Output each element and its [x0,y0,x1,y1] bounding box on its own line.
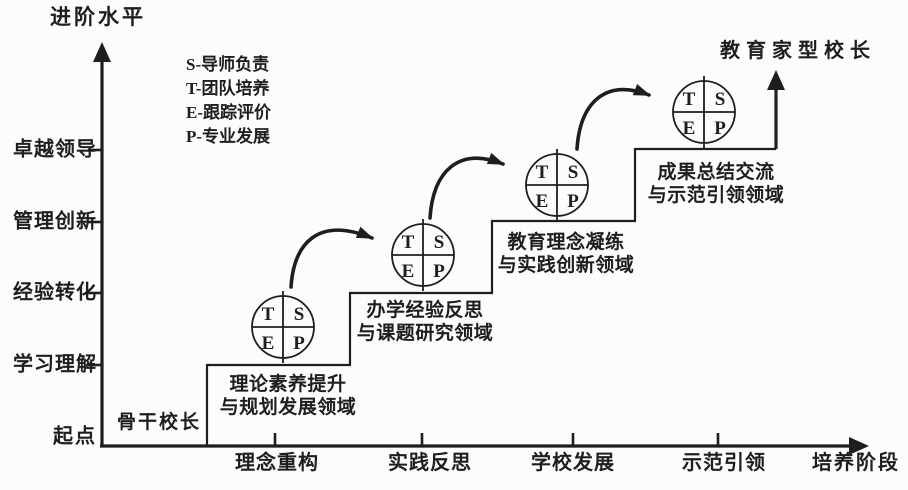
quadrant-letter-s: S [294,304,305,325]
step1-line2: 与规划发展领域 [219,397,357,418]
y-axis-arrowhead-icon [93,42,111,62]
y-axis-title: 进阶水平 [50,5,146,29]
step3-domain-label: 教育理念凝练 与实践创新领域 [498,231,635,277]
curved-arrow-stage1-to-2-icon [289,226,374,289]
x-tick-label-school-development: 学校发展 [531,452,615,474]
quadrant-letter-e: E [402,261,415,282]
start-label-backbone-principal: 骨干校长 [116,412,202,433]
tsep-circle-stage1: T S E P [251,291,315,363]
step2-line2: 与课题研究领域 [356,323,494,344]
quadrant-letter-t: T [683,89,696,110]
staircase-outline [205,147,776,446]
quadrant-letter-s: S [434,232,445,253]
x-axis-title: 培养阶段 [812,452,900,474]
curved-arrow-stage2-to-3-icon [428,152,505,220]
ascent-arrowhead-icon [767,70,785,90]
quadrant-letter-s: S [568,162,579,183]
quadrant-letter-t: T [536,162,549,183]
step1-domain-label: 理论素养提升 与规划发展领域 [220,373,357,419]
curved-arrow-stage3-to-4-icon [575,84,651,151]
quadrant-letter-p: P [714,118,726,139]
x-tick-label-concept-reconstruction: 理念重构 [235,452,319,474]
legend-item-s: S-导师负责 [186,55,270,74]
quadrant-letter-p: P [433,261,445,282]
legend-item-t: T-团队培养 [186,79,270,98]
tsep-circle-stage2: T S E P [391,219,455,291]
tsep-circle-stage3: T S E P [525,149,589,221]
y-tick-label-management-innovation: 管理创新 [13,210,97,233]
tsep-circle-stage4: T S E P [672,76,736,148]
step4-domain-label: 成果总结交流 与示范引领领域 [648,161,785,207]
quadrant-letter-e: E [683,118,696,139]
end-label-educator-principal: 教育家型校长 [720,40,876,62]
quadrant-letter-t: T [402,232,415,253]
y-tick-label-experience-transformation: 经验转化 [13,281,97,304]
legend-item-p: P-专业发展 [186,127,271,146]
x-tick-label-demonstration-leading: 示范引领 [682,452,766,474]
step1-line1: 理论素养提升 [229,374,347,395]
quadrant-letter-p: P [567,191,579,212]
quadrant-letter-p: P [293,333,305,354]
step3-line2: 与实践创新领域 [497,255,635,276]
y-tick-label-excellent-leadership: 卓越领导 [13,138,97,161]
quadrant-letter-e: E [536,191,549,212]
y-tick-label-starting-point: 起点 [53,425,97,448]
step4-line1: 成果总结交流 [657,162,775,183]
step4-line2: 与示范引领领域 [647,185,785,206]
quadrant-letter-t: T [262,304,275,325]
step2-line1: 办学经验反思 [366,300,484,321]
quadrant-letter-e: E [262,333,275,354]
quadrant-letter-s: S [715,89,726,110]
legend-item-e: E-跟踪评价 [186,103,271,122]
tsep-legend: S-导师负责 T-团队培养 E-跟踪评价 P-专业发展 [186,53,271,149]
x-axis-arrowhead-icon [849,437,869,455]
x-tick-label-practice-reflection: 实践反思 [388,452,472,474]
y-tick-label-learning-understanding: 学习理解 [13,353,97,376]
step3-line1: 教育理念凝练 [507,232,625,253]
step2-domain-label: 办学经验反思 与课题研究领域 [357,299,494,345]
